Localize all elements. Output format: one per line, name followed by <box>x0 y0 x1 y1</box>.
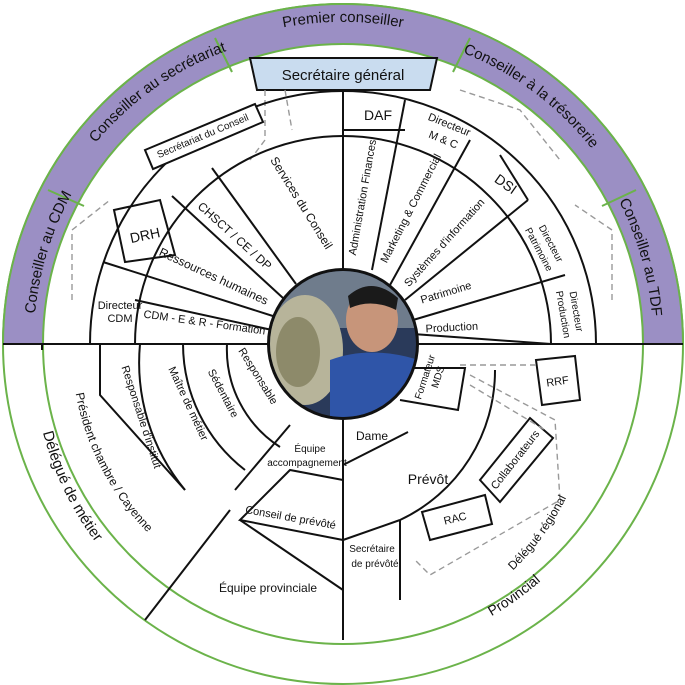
label-equipe-provinciale: Équipe provinciale <box>219 580 317 595</box>
top-left-sectors <box>89 90 344 345</box>
label-directeur-cdm-1: Directeur <box>98 300 143 312</box>
label-rac: RAC <box>443 510 468 527</box>
label-secretaire-prevote-1: Secrétaire <box>349 544 395 555</box>
secretaire-general-box: Secrétaire général <box>248 57 439 91</box>
label-production: Production <box>425 321 478 336</box>
label-directeur-cdm-2: CDM <box>107 313 132 325</box>
top-right-sectors <box>342 90 597 345</box>
label-equipe-accomp-1: Équipe <box>294 442 326 455</box>
bottom-left-sectors <box>41 343 344 640</box>
label-secretaire-prevote-2: de prévôté <box>351 559 399 570</box>
label-premier-conseiller: Premier conseiller <box>281 9 405 32</box>
label-daf: DAF <box>364 107 392 123</box>
label-drh: DRH <box>128 224 161 246</box>
bottom-right-sectors <box>342 354 582 600</box>
dashed-connectors-top <box>71 89 613 300</box>
label-dame: Dame <box>356 429 388 443</box>
label-equipe-accomp-2: accompagnement <box>267 458 347 469</box>
secretaire-general-label: Secrétaire général <box>282 67 405 84</box>
label-rrf: RRF <box>546 374 570 389</box>
label-prevot: Prévôt <box>408 471 449 487</box>
center-photo <box>267 268 419 420</box>
